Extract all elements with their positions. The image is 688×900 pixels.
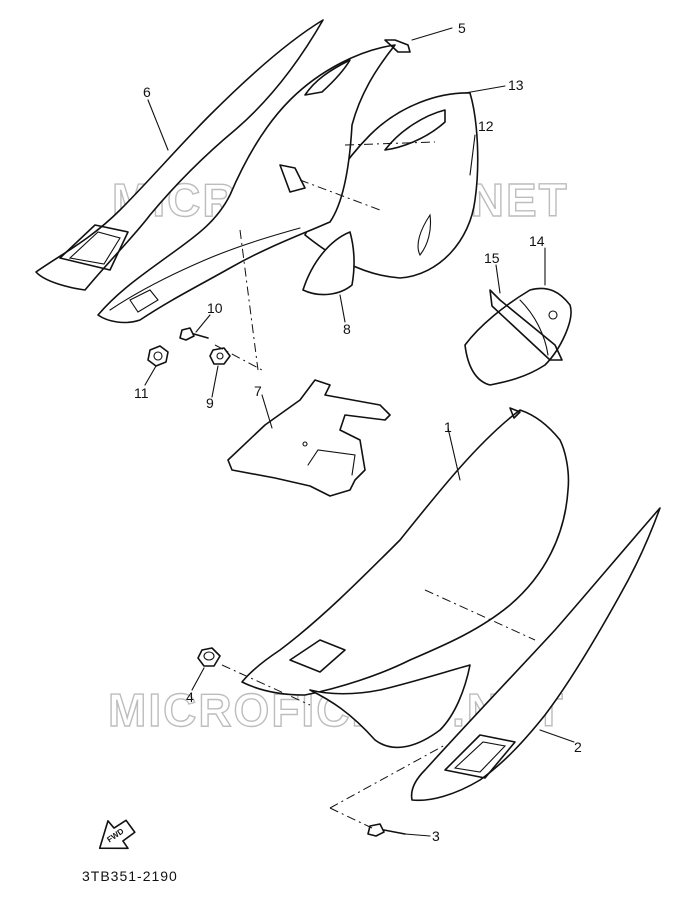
callout-12: 12	[478, 118, 494, 134]
part-7-plate	[227, 379, 391, 497]
callout-6: 6	[143, 84, 151, 100]
callout-7: 7	[254, 383, 262, 399]
callout-14: 14	[529, 233, 545, 249]
part-14-tool-bag	[464, 287, 572, 386]
part-4-grommet	[197, 647, 221, 667]
diagram-code: 3TB351-2190	[82, 868, 178, 884]
callout-9: 9	[206, 395, 214, 411]
part-10-screw	[179, 327, 209, 341]
callout-1: 1	[444, 419, 452, 435]
part-3-bolt	[367, 823, 406, 837]
forward-arrow-icon: FWD	[98, 819, 136, 850]
callout-2: 2	[574, 739, 582, 755]
part-15-strap	[489, 289, 563, 361]
upper-frame-cover	[97, 39, 411, 324]
callout-15: 15	[484, 250, 500, 266]
callout-11: 11	[134, 385, 149, 401]
callout-4: 4	[186, 689, 194, 705]
part-9-nut	[209, 347, 231, 365]
callout-13: 13	[508, 77, 524, 93]
leader-lines	[144, 27, 575, 837]
part-1-side-cover	[241, 407, 570, 749]
assembly-lines	[214, 141, 536, 829]
part-6-side-cover-left	[35, 19, 324, 291]
part-2-side-cover-right	[410, 507, 661, 802]
callout-10: 10	[207, 300, 223, 316]
callout-3: 3	[432, 828, 440, 844]
callout-5: 5	[458, 20, 466, 36]
callout-8: 8	[343, 321, 351, 337]
part-11-grommet	[147, 345, 169, 367]
part-8-bracket	[302, 231, 355, 296]
